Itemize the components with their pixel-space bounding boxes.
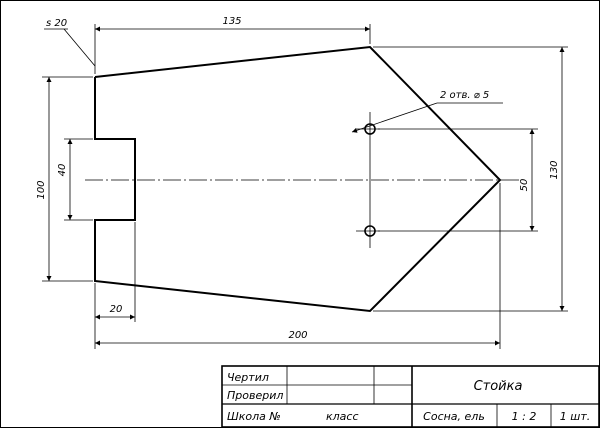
holes-note: 2 отв. ⌀ 5 xyxy=(440,90,489,101)
dim-20: 20 xyxy=(110,304,123,315)
tb-school-label: Школа № xyxy=(227,410,281,423)
dim-100: 100 xyxy=(36,180,47,199)
tb-class-label: класс xyxy=(326,410,359,423)
dim-130: 130 xyxy=(549,160,560,179)
title-block: Чертил Проверил Школа № класс Стойка Сос… xyxy=(221,365,600,428)
dim-40: 40 xyxy=(57,164,68,177)
dim-200: 200 xyxy=(288,330,307,341)
dim-135: 135 xyxy=(222,16,241,27)
tb-quantity: 1 шт. xyxy=(560,410,590,423)
tb-scale: 1 : 2 xyxy=(512,410,537,423)
thickness-leader xyxy=(63,28,96,67)
tb-drew-label: Чертил xyxy=(227,371,269,384)
tb-material: Сосна, ель xyxy=(423,410,485,423)
holes-note-leader xyxy=(351,102,438,133)
tb-checked-label: Проверил xyxy=(227,389,283,402)
dim-50: 50 xyxy=(519,179,530,192)
tb-part-name: Стойка xyxy=(474,379,523,394)
part-outline xyxy=(94,45,502,313)
thickness-note: s 20 xyxy=(46,18,67,29)
